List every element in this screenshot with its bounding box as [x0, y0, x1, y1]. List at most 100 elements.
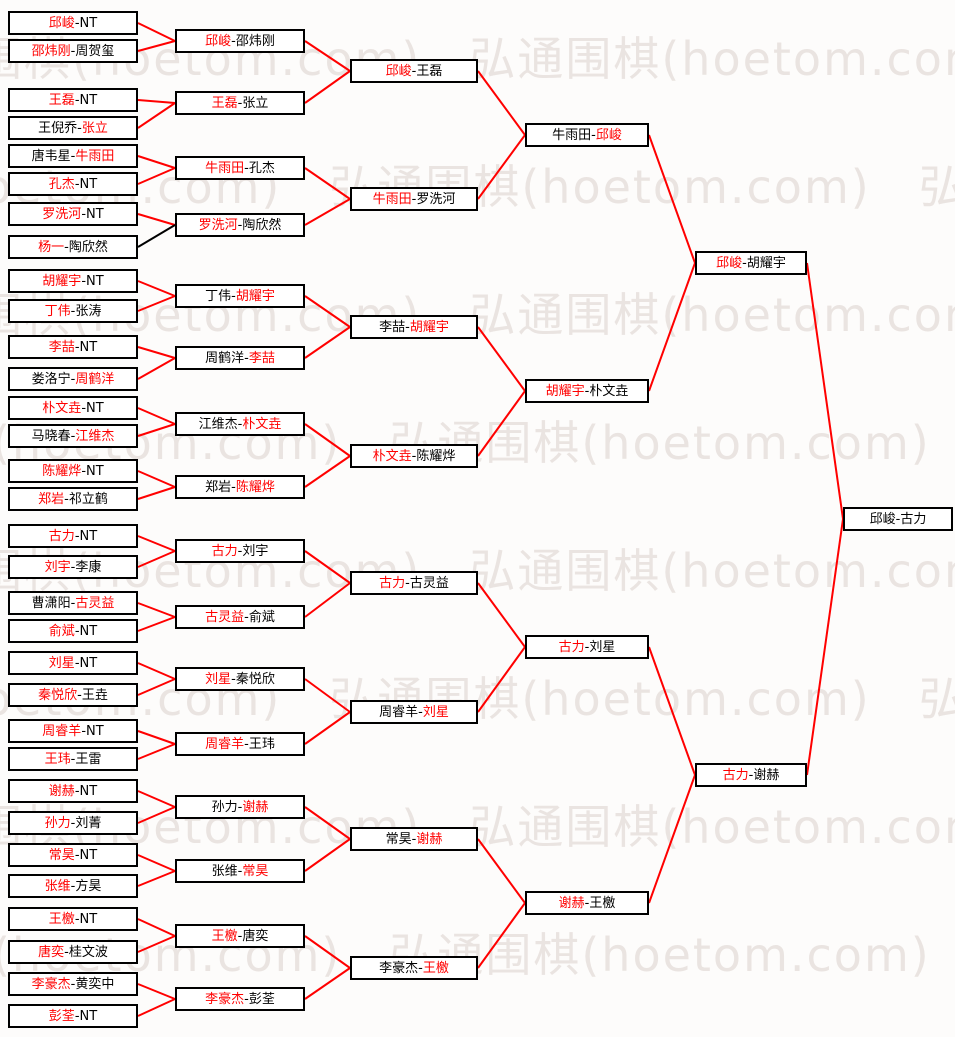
player-2-name: 李喆	[248, 350, 275, 366]
player-2-name: NT	[79, 176, 98, 192]
player-2-name: NT	[79, 911, 98, 927]
player-2-name: 俞斌	[248, 609, 275, 625]
bracket-connector-line	[137, 280, 176, 297]
player-2-name: NT	[79, 1008, 98, 1024]
match-box: 邱峻-邵炜刚	[175, 29, 305, 53]
player-2-name: NT	[79, 847, 98, 863]
bracket-connector-line	[137, 40, 176, 52]
player-1-name: 周睿羊	[42, 723, 82, 739]
pairing-separator: -	[231, 33, 236, 49]
match-box: 王倪乔-张立	[8, 116, 138, 140]
player-1-name: 胡耀宇	[42, 273, 82, 289]
match-box: 秦悦欣-王垚	[8, 683, 138, 707]
pairing-separator: -	[244, 160, 249, 176]
pairing-separator: -	[591, 127, 596, 143]
pairing-separator: -	[81, 273, 87, 289]
player-2-name: NT	[79, 623, 98, 639]
player-2-name: NT	[79, 655, 98, 671]
pairing-separator: -	[74, 339, 80, 355]
bracket-connector-line	[304, 295, 351, 328]
match-box: 杨一-陶欣然	[8, 235, 138, 259]
player-2-name: 朴文垚	[242, 416, 282, 432]
match-box: 彭荃-NT	[8, 1004, 138, 1028]
bracket-connector-line	[304, 582, 351, 618]
player-2-name: 祁立鹤	[68, 491, 108, 507]
player-1-name: 罗洗河	[198, 217, 238, 233]
player-1-name: 牛雨田	[205, 160, 245, 176]
player-2-name: 张立	[242, 95, 269, 111]
pairing-separator: -	[64, 491, 69, 507]
player-2-name: 古灵益	[409, 575, 449, 591]
player-2-name: 邱峻	[595, 127, 622, 143]
player-1-name: 朴文垚	[42, 400, 82, 416]
player-2-name: 胡耀宇	[746, 255, 786, 271]
bracket-connector-line	[137, 102, 176, 129]
player-2-name: NT	[79, 339, 98, 355]
bracket-connector-line	[304, 935, 351, 969]
player-1-name: 邱峻	[205, 33, 232, 49]
pairing-separator: -	[237, 543, 243, 559]
bracket-connector-line	[304, 806, 351, 840]
pairing-separator: -	[74, 783, 80, 799]
player-1-name: 陈耀烨	[42, 463, 82, 479]
player-1-name: 孔杰	[48, 176, 75, 192]
player-1-name: 邱峻	[385, 63, 412, 79]
pairing-separator: -	[405, 575, 410, 591]
player-1-name: 孙力	[44, 815, 71, 831]
player-1-name: 古力	[558, 639, 585, 655]
match-box: 郑岩-陈耀烨	[175, 475, 305, 499]
player-1-name: 李豪杰	[379, 960, 419, 976]
pairing-separator: -	[74, 911, 80, 927]
player-1-name: 王玮	[44, 751, 71, 767]
player-2-name: 朴文垚	[589, 383, 629, 399]
player-1-name: 周鹤洋	[205, 350, 245, 366]
bracket-connector-line	[137, 935, 176, 953]
match-box: 孙力-谢赫	[175, 795, 305, 819]
match-box: 王玮-王雷	[8, 747, 138, 771]
player-2-name: 王玮	[248, 736, 275, 752]
bracket-connector-line	[137, 602, 176, 618]
pairing-separator: -	[418, 960, 423, 976]
match-box: 陈耀烨-NT	[8, 459, 138, 483]
player-2-name: NT	[79, 528, 98, 544]
pairing-separator: -	[237, 95, 243, 111]
player-2-name: 古灵益	[75, 595, 115, 611]
bracket-connector-line	[648, 646, 696, 776]
player-2-name: NT	[86, 206, 104, 222]
bracket-connector-line	[137, 678, 176, 696]
player-2-name: 王垚	[81, 687, 108, 703]
bracket-connector-line	[304, 967, 351, 1000]
match-box: 郑岩-祁立鹤	[8, 487, 138, 511]
match-box: 王檄-NT	[8, 907, 138, 931]
player-1-name: 周睿羊	[379, 704, 419, 720]
player-1-name: 曹潇阳	[31, 595, 71, 611]
match-box: 李豪杰-彭荃	[175, 987, 305, 1011]
player-1-name: 王檄	[211, 928, 238, 944]
player-1-name: 胡耀宇	[545, 383, 585, 399]
player-2-name: 胡耀宇	[235, 288, 275, 304]
pairing-separator: -	[244, 350, 249, 366]
player-1-name: 古灵益	[205, 609, 245, 625]
player-1-name: 李喆	[379, 319, 406, 335]
bracket-connector-line	[304, 70, 351, 104]
match-box: 孔杰-NT	[8, 172, 138, 196]
player-1-name: 唐奕	[38, 944, 65, 960]
pairing-separator: -	[411, 831, 417, 847]
pairing-separator: -	[418, 704, 423, 720]
pairing-separator: -	[742, 255, 747, 271]
match-box: 古力-古灵益	[350, 571, 478, 595]
player-2-name: 桂文波	[68, 944, 108, 960]
player-2-name: 唐奕	[242, 928, 269, 944]
player-2-name: 张立	[81, 120, 108, 136]
match-box: 刘星-秦悦欣	[175, 667, 305, 691]
match-box: 古力-刘星	[525, 635, 649, 659]
player-1-name: 邵炜刚	[31, 43, 71, 59]
pairing-separator: -	[70, 878, 76, 894]
player-1-name: 古力	[379, 575, 406, 591]
match-box: 古灵益-俞斌	[175, 605, 305, 629]
player-2-name: 陈耀烨	[235, 479, 275, 495]
match-box: 李喆-NT	[8, 335, 138, 359]
match-box: 邱峻-胡耀宇	[695, 251, 807, 275]
player-2-name: 王檄	[422, 960, 449, 976]
player-2-name: 方昊	[75, 878, 102, 894]
